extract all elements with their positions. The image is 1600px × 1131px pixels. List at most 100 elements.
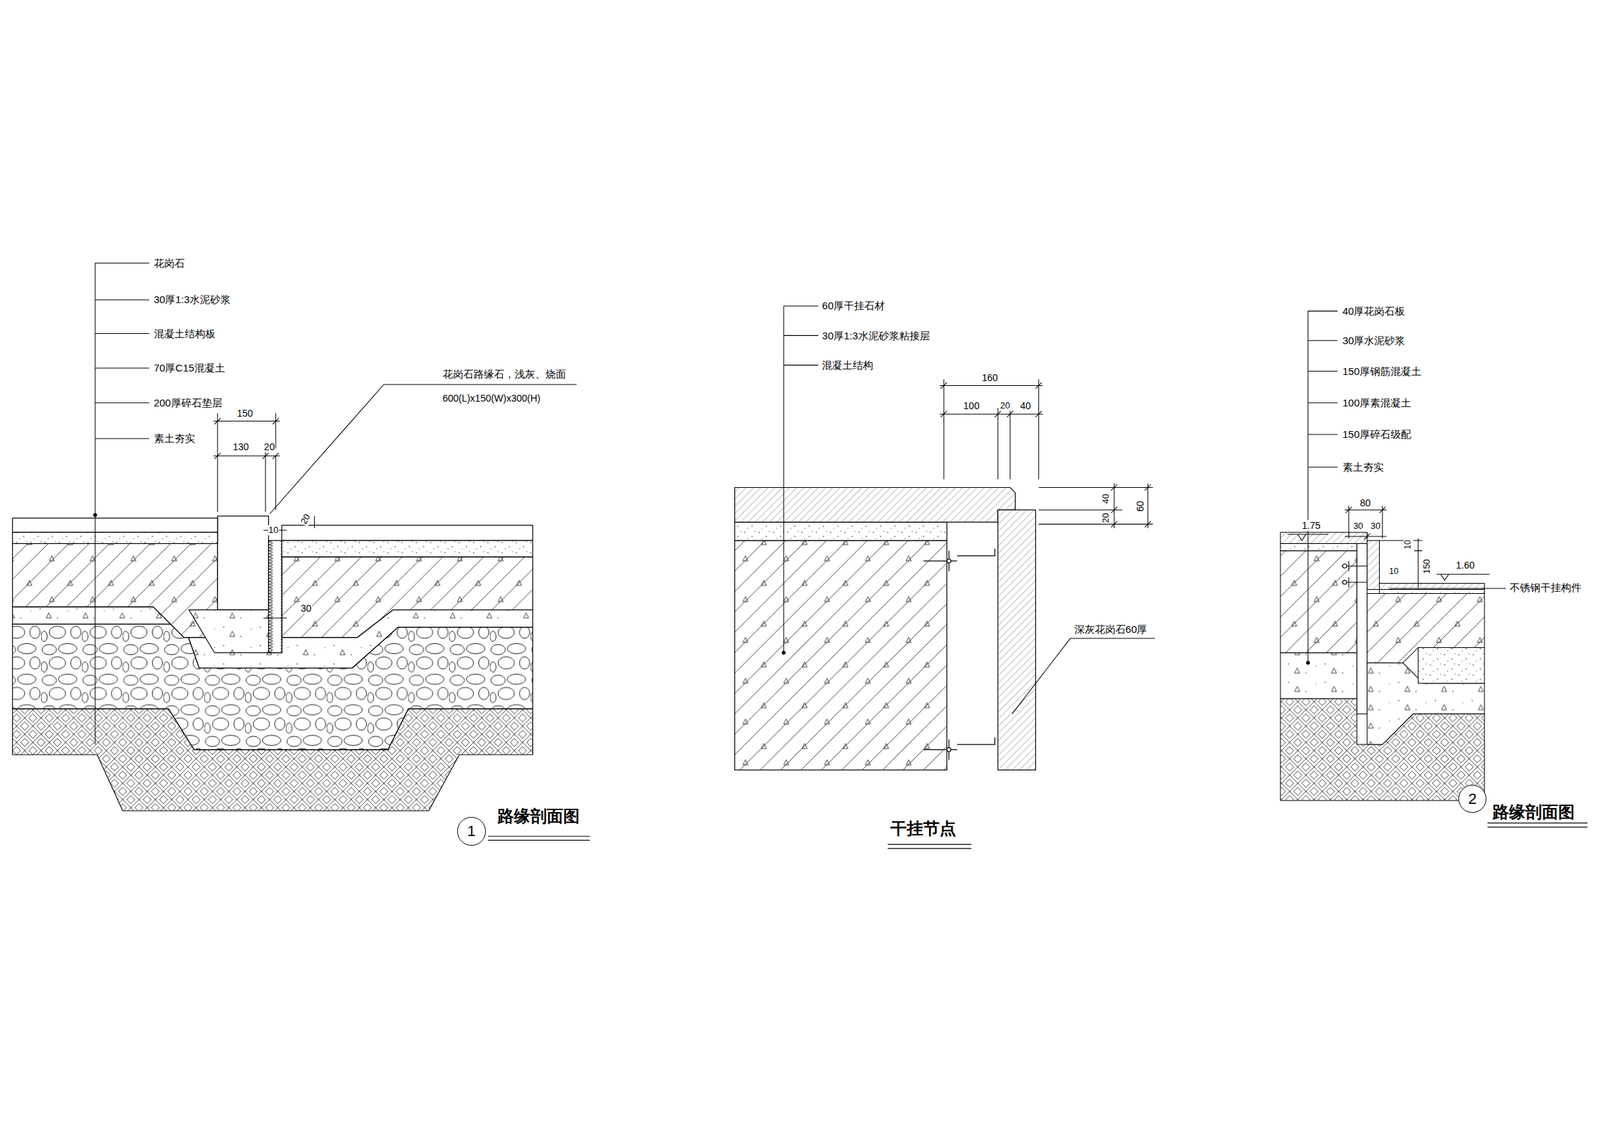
title-underline-3 <box>1487 823 1588 828</box>
dimension-lines-3 <box>1345 507 1386 540</box>
dimension-lines-3 <box>1287 534 1329 541</box>
layer-note: 深灰花岗石60厚 <box>1073 623 1149 636</box>
curb-section-2 <box>1280 550 1358 653</box>
curb-section-2 <box>1280 652 1358 699</box>
dimension-text: 30 <box>1352 521 1364 532</box>
dimension-text: 60 <box>1133 500 1145 513</box>
dry-hang-section <box>734 487 1016 523</box>
layer-note: 100厚素混凝土 <box>1342 396 1412 409</box>
layer-note: 素土夯实 <box>153 433 196 445</box>
dimension-lines-2 <box>782 305 1156 714</box>
dimension-lines-1 <box>213 413 280 513</box>
curb-section-2 <box>1379 589 1486 595</box>
dry-hang-section <box>947 747 952 753</box>
dimension-lines-1 <box>263 515 315 618</box>
title-underline-2 <box>887 844 972 849</box>
layer-note: 花岗石路缘石，浅灰、烧面 <box>442 368 567 381</box>
curb-section-1 <box>217 515 269 610</box>
curb-section-1 <box>188 609 282 653</box>
curb-section-1 <box>281 525 534 541</box>
layer-note: 150厚钢筋混凝土 <box>1342 365 1423 378</box>
dimension-text: 1.75 <box>1300 520 1321 532</box>
dimension-text: 10 <box>1388 568 1399 578</box>
curb-section-2 <box>1342 563 1347 569</box>
layer-note: 70厚C15混凝土 <box>153 362 226 375</box>
layer-note: 素土夯实 <box>1342 461 1385 473</box>
callout-circle: 2 <box>1458 784 1488 814</box>
callout-number: 2 <box>1467 790 1477 809</box>
dimension-text: 100 <box>962 400 980 412</box>
dimension-text: 150 <box>1421 558 1432 575</box>
dimension-text: 20 <box>1101 512 1112 524</box>
drawing-title: 干挂节点 <box>889 819 957 839</box>
dimension-text: 40 <box>1019 400 1032 412</box>
layer-note: 混凝土结构 <box>821 359 874 371</box>
dimension-text: 20 <box>299 511 314 527</box>
dimension-lines-2 <box>783 305 819 653</box>
layer-note: 200厚碎石垫层 <box>153 396 224 409</box>
dimension-text: 10 <box>267 525 279 536</box>
layer-note: 600(L)x150(W)x300(H) <box>442 392 542 404</box>
dimension-text: 160 <box>981 372 999 384</box>
dry-hang-section <box>734 522 948 541</box>
layer-note: 30厚1:3水泥砂浆 <box>153 294 232 306</box>
dimension-lines-2 <box>782 651 785 655</box>
layer-note: 40厚花岗石板 <box>1342 305 1407 317</box>
curb-section-2 <box>1367 540 1380 590</box>
dimension-lines-3 <box>1287 311 1506 665</box>
dimension-lines-1 <box>269 384 577 514</box>
curb-section-2 <box>1357 543 1368 714</box>
layer-note: 150厚碎石级配 <box>1342 429 1412 441</box>
curb-section-2 <box>1417 647 1485 683</box>
dimension-text: 40 <box>1101 493 1112 505</box>
dimension-text: 20 <box>263 441 276 453</box>
layer-note: 30厚1:3水泥砂浆粘接层 <box>821 329 931 342</box>
title-underline-1 <box>487 836 590 841</box>
dimension-text: 80 <box>1359 497 1372 509</box>
title-underline-3 <box>1487 823 1588 828</box>
dry-hang-section <box>997 509 1036 770</box>
dimension-lines-3 <box>1306 661 1310 665</box>
dimension-lines-1 <box>214 418 279 460</box>
curb-section-1 <box>12 532 218 544</box>
dimension-lines-1 <box>95 263 150 746</box>
dimension-lines-1 <box>93 263 577 746</box>
dimension-text: 30 <box>300 602 313 614</box>
dimension-text: 20 <box>999 401 1011 412</box>
drawing-title: 路缘剖面图 <box>496 806 581 827</box>
dimension-lines-3 <box>1307 311 1338 664</box>
layer-note: 不锈钢干挂构件 <box>1508 581 1583 594</box>
dry-hang-section <box>947 559 952 564</box>
callout-number: 1 <box>467 822 476 841</box>
dry-hang-section <box>923 548 995 761</box>
dimension-lines-3 <box>1389 588 1507 590</box>
curb-section-1 <box>268 540 282 653</box>
curb-section-2 <box>1342 580 1347 585</box>
callout-circle: 1 <box>457 817 486 846</box>
curb-section-2 <box>1280 543 1358 551</box>
dimension-lines-3 <box>1379 538 1423 588</box>
curb-section-1 <box>12 515 533 811</box>
dimension-lines-1 <box>93 513 97 516</box>
dimension-lines-2 <box>1038 483 1154 529</box>
dimension-text: 1.60 <box>1455 559 1476 571</box>
dimension-lines-3 <box>1436 574 1490 581</box>
dimension-lines-2 <box>1111 484 1152 528</box>
title-underline-2 <box>887 844 972 849</box>
layer-note: 60厚干挂石材 <box>821 300 886 313</box>
dry-hang-section <box>734 487 1037 770</box>
drawing-title: 路缘剖面图 <box>1491 802 1576 822</box>
dimension-lines-2 <box>939 379 1043 480</box>
curb-section-2 <box>1341 561 1367 588</box>
dimension-text: 150 <box>236 407 254 419</box>
curb-section-1 <box>12 518 218 533</box>
layer-note: 30厚水泥砂浆 <box>1342 334 1407 347</box>
curb-section-2 <box>1280 532 1485 801</box>
curb-section-2 <box>1280 532 1368 544</box>
dimension-text: 130 <box>231 441 250 453</box>
dimension-text: 30 <box>1370 521 1382 532</box>
dimension-lines-2 <box>940 382 1043 418</box>
dimension-lines-2 <box>1012 638 1156 714</box>
layer-note: 混凝土结构板 <box>153 327 217 340</box>
